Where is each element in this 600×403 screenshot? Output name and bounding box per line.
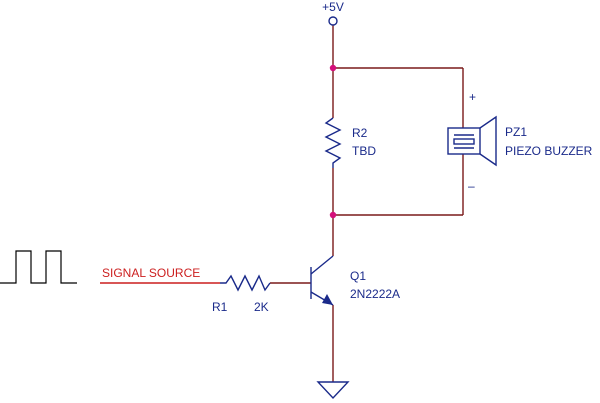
q1-value-label: 2N2222A [350, 287, 400, 301]
junction-top-left [329, 64, 337, 72]
piezo-buzzer-icon [447, 115, 497, 167]
r1-ref-label: R1 [212, 300, 228, 314]
supply-terminal-icon [328, 16, 338, 26]
ground-icon [316, 381, 350, 400]
resistor-r1-icon [220, 274, 271, 292]
r1-value-label: 2K [254, 300, 269, 314]
q1-ref-label: Q1 [350, 269, 366, 283]
junction-bottom-left [329, 211, 337, 219]
supply-label: +5V [322, 0, 344, 14]
r2-value-label: TBD [352, 144, 376, 158]
buzzer-ref-label: PZ1 [505, 125, 527, 139]
buzzer-value-label: PIEZO BUZZER [505, 144, 593, 158]
signal-source-label: SIGNAL SOURCE [102, 266, 200, 280]
components [220, 16, 497, 400]
resistor-r2-icon [324, 117, 342, 168]
npn-transistor-icon [310, 255, 334, 306]
wires [270, 25, 464, 382]
buzzer-plus-label: + [469, 90, 476, 104]
junctions [329, 64, 337, 219]
buzzer-minus-label: – [468, 179, 475, 193]
r2-ref-label: R2 [352, 126, 368, 140]
square-wave-icon [0, 250, 77, 284]
